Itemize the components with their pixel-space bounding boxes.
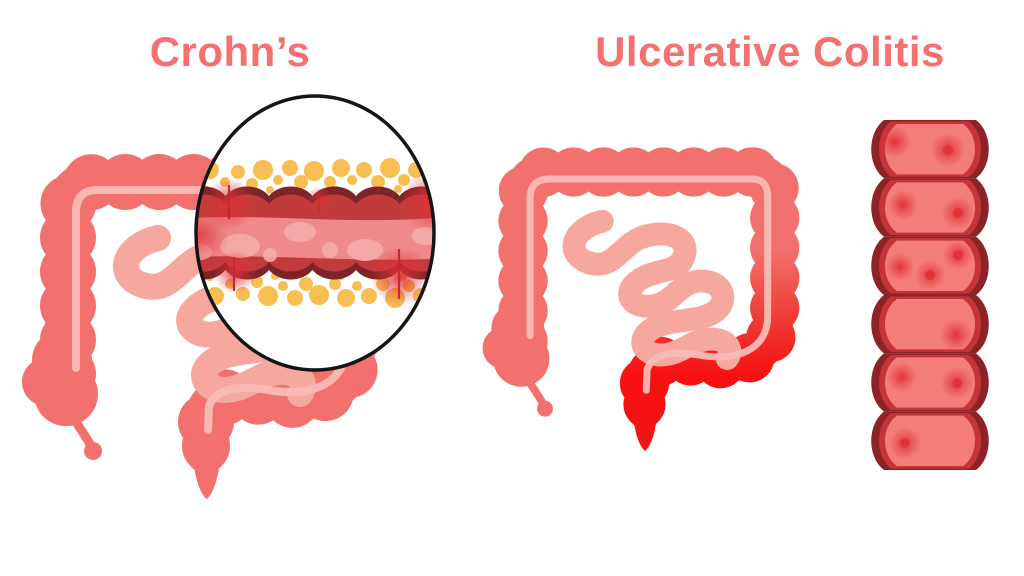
crohns-title: Crohn’s (149, 28, 311, 75)
uc-colon-wall-strip (871, 120, 989, 470)
magnifier-lens-outline (194, 94, 436, 372)
inflamed-rectum (623, 381, 666, 428)
magnifier (194, 94, 436, 372)
appendix (526, 379, 553, 417)
cecum (482, 302, 550, 387)
ulcerative-colitis-title: Ulcerative Colitis (595, 28, 945, 75)
inflamed-rectum-tip (633, 416, 657, 451)
small-intestine (562, 209, 742, 370)
colon-highlight-line (526, 175, 772, 394)
rectum (182, 420, 230, 472)
uc-intestine-illustration (482, 147, 800, 451)
appendix (71, 417, 102, 460)
cecum (22, 330, 98, 426)
rectum-tip (193, 460, 220, 499)
